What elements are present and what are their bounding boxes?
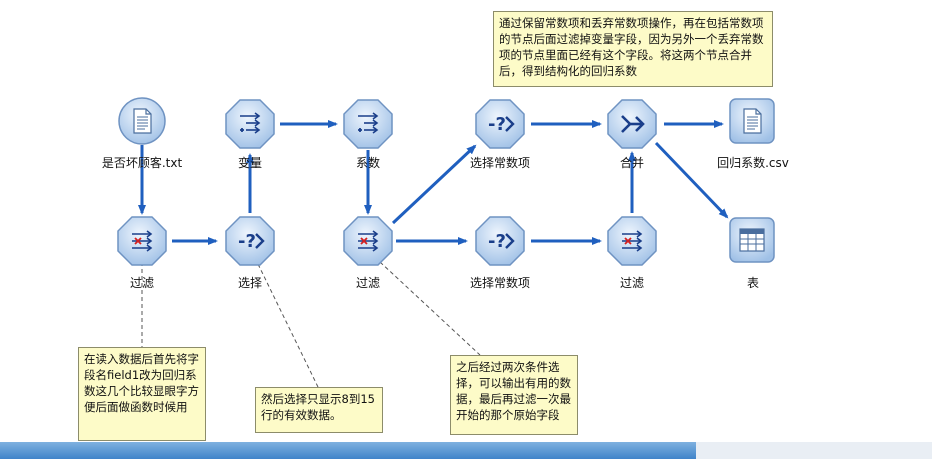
flow-arrows [138,120,729,245]
node-label-merge: 合并 [619,156,644,170]
filter-icon [132,230,153,252]
source-node[interactable] [118,97,166,145]
filter-icon [358,230,379,252]
arrow-filter2-selecttop [391,144,477,225]
comment-note-top[interactable]: 通过保留常数项和丢弃常数项操作，再在包括常数项的节点后面过滤掉变量字段，因为另外… [493,11,773,87]
merge-icon [621,115,645,133]
derive-icon [358,112,379,134]
arrow-merge-table [654,141,729,219]
variable-node[interactable] [225,99,275,149]
note-connectors [141,261,481,388]
svg-text:-?: -? [238,231,256,252]
svg-text:-?: -? [488,231,506,252]
select1-node[interactable]: -? [225,216,275,266]
node-label-variable: 变量 [237,156,262,170]
node-label-filter3: 过滤 [619,276,644,290]
node-label-select-const-top: 选择常数项 [469,156,530,170]
merge-node[interactable] [607,99,657,149]
node-label-select1: 选择 [237,276,262,290]
node-label-output-csv: 回归系数.csv [717,156,789,170]
note-connector-right [379,261,481,356]
select-icon: -? [488,231,515,252]
scrollbar-track-end [696,442,932,459]
filter3-node[interactable] [607,216,657,266]
node-label-source: 是否坏顾客.txt [101,156,183,170]
node-label-select-const-bottom: 选择常数项 [469,276,530,290]
select-const-bottom-node[interactable]: -? [475,216,525,266]
select-const-top-node[interactable]: -? [475,99,525,149]
derive-icon [240,112,261,134]
document-icon [133,108,152,134]
filter-icon [622,230,643,252]
comment-note-middle[interactable]: 然后选择只显示8到15行的有效数据。 [255,387,383,433]
node-label-coefficient: 系数 [355,156,380,170]
svg-text:-?: -? [488,114,506,135]
filter1-node[interactable] [117,216,167,266]
comment-note-right[interactable]: 之后经过两次条件选择，可以输出有用的数据，最后再过滤一次最开始的那个原始字段 [450,355,578,435]
node-label-filter1: 过滤 [129,276,154,290]
table-node[interactable] [729,217,775,263]
filter2-node[interactable] [343,216,393,266]
output-csv-node[interactable] [729,98,775,144]
horizontal-scrollbar[interactable] [0,442,932,459]
node-label-filter2: 过滤 [355,276,380,290]
comment-note-left[interactable]: 在读入数据后首先将字段名field1改为回归系数这几个比较显眼字方便后面做函数时… [78,347,206,441]
select-icon: -? [488,114,515,135]
table-icon [739,228,765,252]
node-label-table: 表 [746,276,759,290]
coefficient-node[interactable] [343,99,393,149]
note-connector-middle [257,263,319,388]
document-icon [743,108,762,134]
select-icon: -? [238,231,265,252]
